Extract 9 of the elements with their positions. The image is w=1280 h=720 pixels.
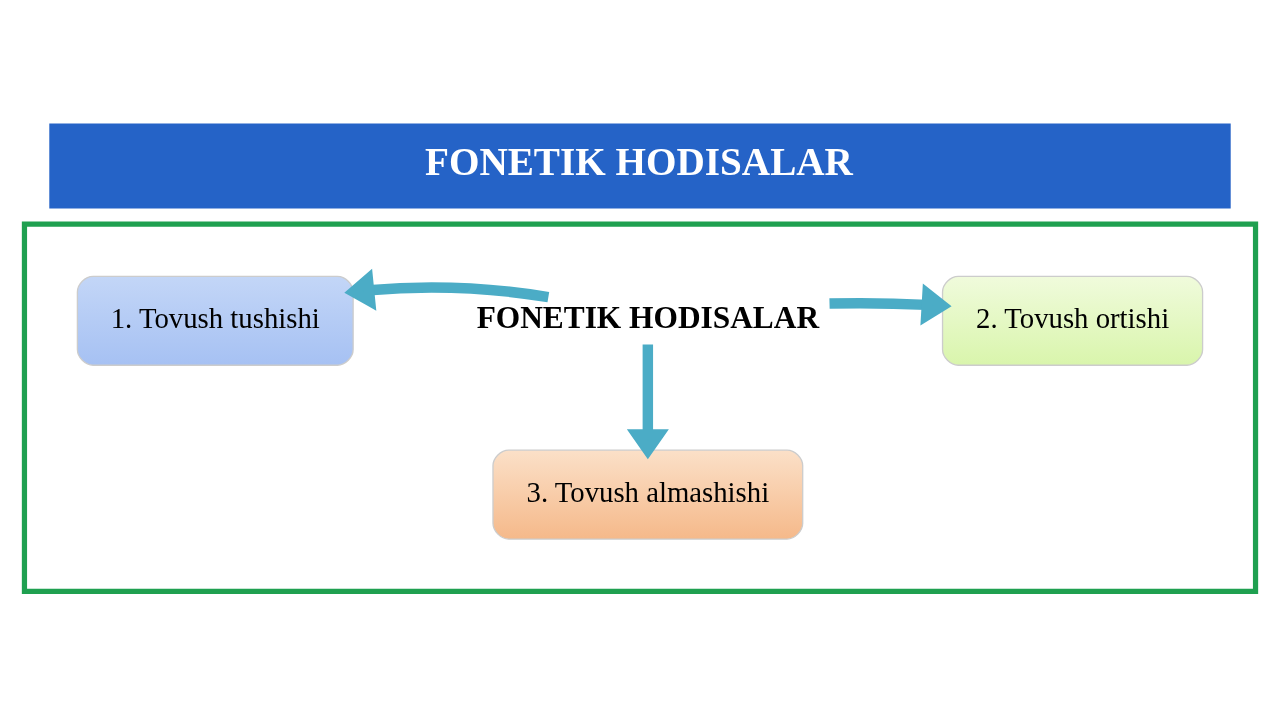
cluster	[21, 221, 1259, 594]
node-box: 1. Tovush tushishi	[76, 275, 354, 366]
diagram-title: FONETIK HODISALAR	[425, 140, 853, 184]
arrow	[344, 268, 550, 311]
arrow	[829, 283, 952, 326]
node-box: 2. Tovush ortishi	[941, 275, 1204, 366]
node-box: 3. Tovush almashishi	[492, 449, 804, 540]
node-text: FONETIK HODISALAR	[476, 299, 820, 335]
arrow	[626, 344, 669, 460]
